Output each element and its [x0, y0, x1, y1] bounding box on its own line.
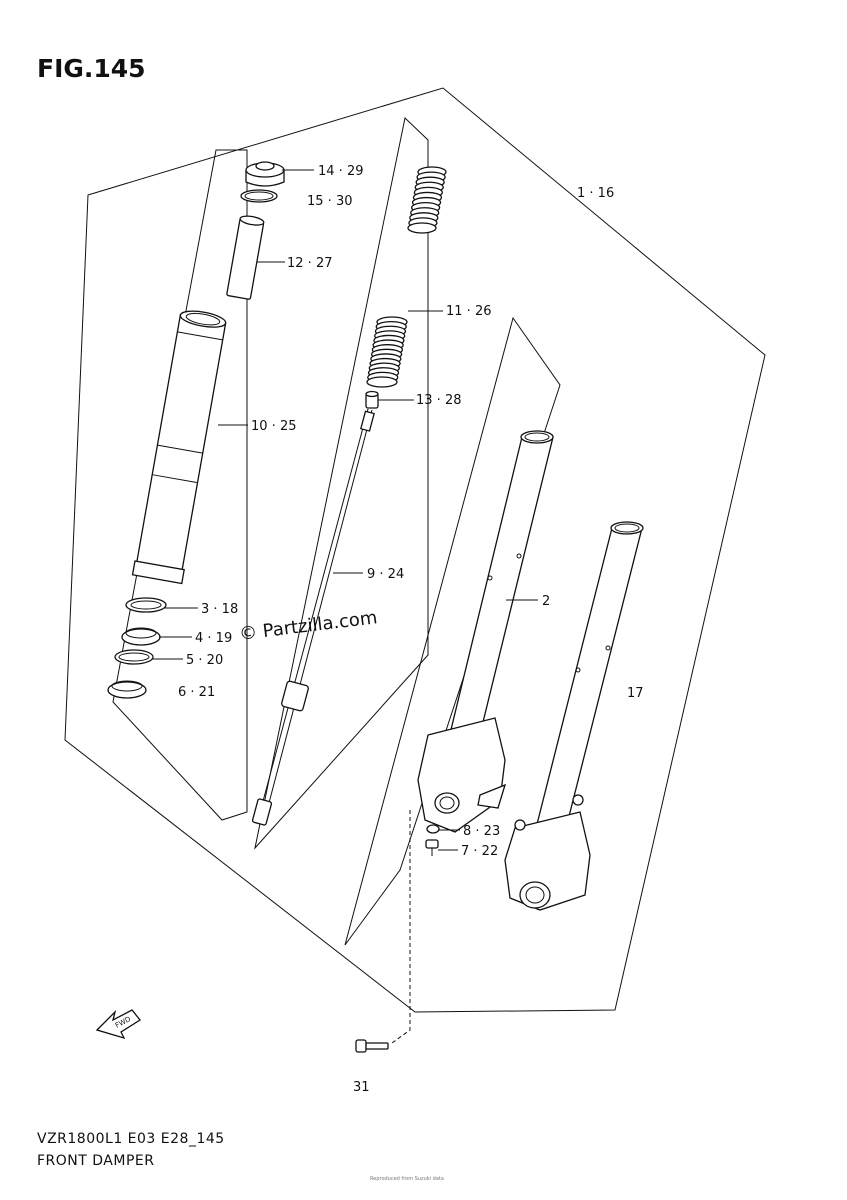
callout-3-18: 3 · 18: [201, 602, 238, 617]
inner-tube-right: [504, 521, 644, 911]
callout-5-20: 5 · 20: [186, 653, 223, 668]
leader-lines: [152, 169, 538, 851]
callouts: 14 · 29 15 · 30 12 · 27 10 · 25 3 · 18 4…: [178, 164, 644, 1095]
inner-tube-group-boundary: [344, 316, 561, 946]
slide-bushing: [107, 680, 147, 699]
callout-13-28: 13 · 28: [416, 393, 461, 408]
callout-15-30: 15 · 30: [307, 194, 352, 209]
gasket: [426, 824, 440, 834]
snap-ring: [114, 649, 154, 665]
callout-1-16: 1 · 16: [577, 186, 614, 201]
callout-6-21: 6 · 21: [178, 685, 215, 700]
fork-spring-lower: [366, 316, 408, 388]
damper-rod: [251, 408, 375, 826]
callout-17: 17: [627, 686, 644, 701]
section-title: FRONT DAMPER: [37, 1153, 154, 1169]
callout-14-29: 14 · 29: [318, 164, 363, 179]
callout-2: 2: [542, 594, 550, 609]
callout-4-19: 4 · 19: [195, 631, 232, 646]
fork-spring-upper: [407, 166, 447, 234]
callout-12-27: 12 · 27: [287, 256, 332, 271]
callout-31: 31: [353, 1080, 370, 1095]
callout-11-26: 11 · 26: [446, 304, 491, 319]
oil-seal: [121, 627, 161, 646]
spacer-tube: [226, 215, 265, 300]
bolt-guide-line: [391, 810, 411, 1044]
outer-tube: [131, 310, 227, 585]
spring-coil: [366, 376, 398, 388]
watermark: © Partzilla.com: [238, 607, 378, 645]
dust-seal: [125, 597, 167, 613]
small-print: Reproduced from Suzuki data: [370, 1176, 444, 1182]
axle-bolt: [355, 1039, 389, 1053]
callout-9-24: 9 · 24: [367, 567, 404, 582]
callout-8-23: 8 · 23: [463, 824, 500, 839]
damper-rod-group-boundary: [254, 117, 429, 850]
spring-coil: [407, 222, 437, 234]
callout-10-25: 10 · 25: [251, 419, 296, 434]
callout-7-22: 7 · 22: [461, 844, 498, 859]
forward-arrow: FWD: [95, 1009, 141, 1040]
assembly-boundary: [64, 87, 766, 1013]
lock-nut: [365, 390, 379, 409]
drain-bolt: [425, 839, 439, 856]
inner-tube-left: [417, 430, 554, 833]
figure-title: FIG.145: [37, 54, 146, 83]
model-code: VZR1800L1 E03 E28_145: [37, 1131, 225, 1147]
outer-tube-group-boundary: [112, 149, 248, 821]
cap-bolt: [245, 161, 285, 187]
